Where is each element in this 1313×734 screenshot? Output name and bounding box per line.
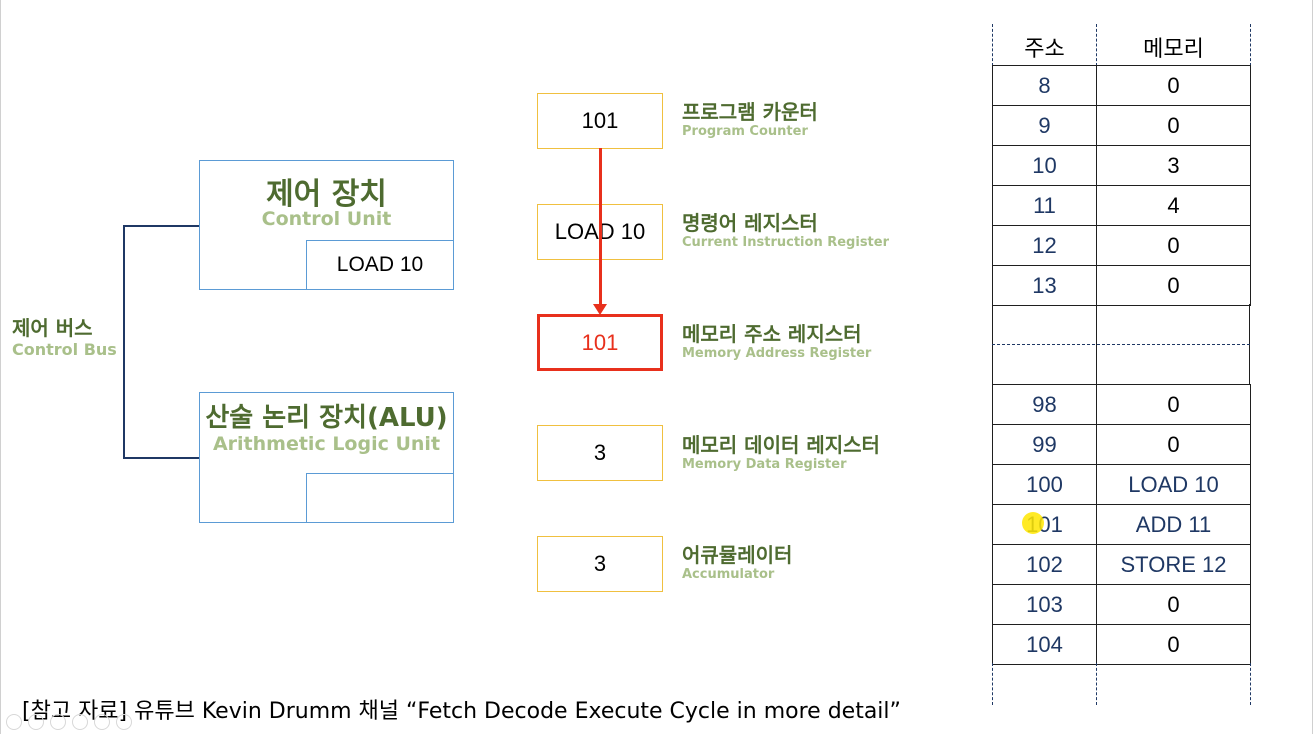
memory-value-cell: 0 (1096, 384, 1251, 425)
control-bus-line (123, 225, 125, 459)
memory-address-cell: 12 (992, 225, 1097, 266)
memory-value-cell: STORE 12 (1096, 544, 1251, 585)
memory-address-register: 101 (537, 314, 663, 371)
cursor-highlight (1022, 512, 1044, 534)
memory-address-cell: 9 (992, 105, 1097, 146)
instruction-register-kr: 명령어 레지스터 (682, 211, 818, 235)
memory-address-cell: 104 (992, 624, 1097, 665)
control-unit-title: 제어 장치 (266, 177, 387, 212)
memory-value-cell: 0 (1096, 584, 1251, 625)
control-bus-label: 제어 버스 Control Bus (12, 316, 122, 360)
accumulator-en: Accumulator (682, 567, 775, 582)
memory-address-cell: 13 (992, 265, 1097, 306)
control-bus-en: Control Bus (12, 340, 117, 359)
memory-value-cell: 0 (1096, 265, 1251, 306)
memory-address-cell: 101 (992, 504, 1097, 545)
memory-address-cell: 100 (992, 464, 1097, 505)
memory-data-register-kr: 메모리 데이터 레지스터 (682, 433, 880, 457)
alu-content (306, 473, 454, 523)
memory-data-register-en: Memory Data Register (682, 457, 847, 472)
memory-value-cell: 0 (1096, 424, 1251, 465)
pc-to-mar-arrow-head (593, 304, 607, 315)
control-unit-box: 제어 장치 Control Unit LOAD 10 (199, 160, 454, 290)
memory-address-cell: 8 (992, 65, 1097, 106)
slide-left-edge (0, 0, 1, 734)
control-bus-kr: 제어 버스 (12, 316, 93, 340)
control-bus-branch-alu (123, 457, 200, 459)
memory-address-cell: 98 (992, 384, 1097, 425)
reference-caption: [참고 자료] 유튜브 Kevin Drumm 채널 “Fetch Decode… (22, 699, 901, 724)
memory-address-cell: 10 (992, 145, 1097, 186)
memory-data-register: 3 (537, 425, 663, 481)
slide-control-icon[interactable] (116, 714, 132, 730)
slide-control-icon[interactable] (50, 714, 66, 730)
accumulator-kr: 어큐뮬레이터 (682, 543, 793, 567)
memory-value-cell: ADD 11 (1096, 504, 1251, 545)
memory-data-register-label: 메모리 데이터 레지스터 Memory Data Register (682, 433, 942, 473)
control-unit-subtitle: Control Unit (261, 208, 392, 230)
slide-control-icon[interactable] (28, 714, 44, 730)
memory-value-cell: 0 (1096, 105, 1251, 146)
accumulator-label: 어큐뮬레이터 Accumulator (682, 543, 942, 583)
memory-footer-divider (1250, 663, 1251, 705)
memory-value-cell: 3 (1096, 145, 1251, 186)
memory-value-cell: 0 (1096, 225, 1251, 266)
program-counter-en: Program Counter (682, 124, 808, 139)
instruction-register-label: 명령어 레지스터 Current Instruction Register (682, 211, 942, 251)
memory-header-divider (1096, 24, 1097, 66)
alu-box: 산술 논리 장치(ALU) Arithmetic Logic Unit (199, 392, 454, 523)
memory-address-cell: 103 (992, 584, 1097, 625)
slide-control-icon[interactable] (72, 714, 88, 730)
program-counter-register: 101 (537, 93, 663, 149)
memory-footer-divider (992, 663, 993, 705)
memory-address-register-kr: 메모리 주소 레지스터 (682, 322, 862, 346)
memory-gap-ellipsis-line (992, 344, 1250, 345)
memory-address-cell: 99 (992, 424, 1097, 465)
accumulator-register: 3 (537, 536, 663, 592)
memory-footer-divider (1096, 663, 1097, 705)
pc-to-mar-arrow-line (599, 148, 602, 308)
control-bus-branch-cu (123, 225, 200, 227)
memory-header-divider (992, 24, 993, 66)
memory-address-register-en: Memory Address Register (682, 346, 872, 361)
memory-value-cell: 4 (1096, 185, 1251, 226)
slide-control-icon[interactable] (6, 714, 22, 730)
memory-address-cell: 102 (992, 544, 1097, 585)
memory-value-cell: 0 (1096, 624, 1251, 665)
memory-header-divider (1250, 24, 1251, 66)
alu-title: 산술 논리 장치(ALU) (205, 403, 448, 433)
memory-address-register-label: 메모리 주소 레지스터 Memory Address Register (682, 322, 942, 362)
memory-value-cell: LOAD 10 (1096, 464, 1251, 505)
memory-column-header: 메모리 (1143, 37, 1204, 62)
memory-address-cell: 11 (992, 185, 1097, 226)
slide-control-icon[interactable] (94, 714, 110, 730)
memory-value-cell: 0 (1096, 65, 1251, 106)
instruction-register-en: Current Instruction Register (682, 235, 889, 250)
control-unit-instruction: LOAD 10 (306, 240, 454, 290)
program-counter-label: 프로그램 카운터 Program Counter (682, 100, 942, 140)
address-column-header: 주소 (1024, 37, 1065, 62)
program-counter-kr: 프로그램 카운터 (682, 100, 818, 124)
alu-subtitle: Arithmetic Logic Unit (212, 433, 441, 455)
